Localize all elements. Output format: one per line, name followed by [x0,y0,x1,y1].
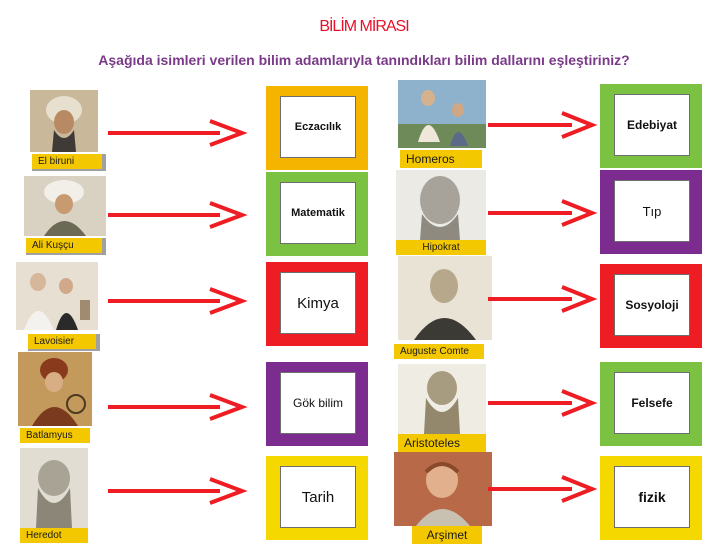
portrait-hipokrat [396,170,486,240]
match-arrow-left-4 [108,393,248,421]
field-tile-eczacilik[interactable]: Eczacılık [266,86,368,170]
instruction-text: Aşağıda isimleri verilen bilim adamlarıy… [98,52,630,68]
portrait-batlamyus [18,352,92,426]
scientist-label-aristoteles: Aristoteles [398,434,486,452]
field-label-gok-bilim: Gök bilim [280,372,356,434]
field-tile-gok-bilim[interactable]: Gök bilim [266,362,368,446]
field-tile-kimya[interactable]: Kimya [266,262,368,346]
field-label-tarih: Tarih [280,466,356,528]
field-label-eczacilik: Eczacılık [280,96,356,158]
field-label-matematik: Matematik [280,182,356,244]
scientist-label-arsimet: Arşimet [412,526,482,544]
portrait-el-biruni [30,90,98,152]
match-arrow-right-2 [488,199,598,227]
scientist-label-el-biruni: El biruni [32,154,106,171]
field-tile-sosyoloji[interactable]: Sosyoloji [600,264,702,348]
match-arrow-right-4 [488,389,598,417]
match-arrow-right-3 [488,285,598,313]
field-label-tip: Tıp [614,180,690,242]
match-arrow-left-5 [108,477,248,505]
match-arrow-left-2 [108,201,248,229]
field-tile-tarih[interactable]: Tarih [266,456,368,540]
page-title: BİLİM MİRASI [319,18,409,35]
match-arrow-right-5 [488,475,598,503]
match-arrow-left-3 [108,287,248,315]
field-label-kimya: Kimya [280,272,356,334]
portrait-ali-kuscu [24,176,106,236]
match-arrow-left-1 [108,119,248,147]
field-label-edebiyat: Edebiyat [614,94,690,156]
portrait-aristoteles [398,364,486,434]
field-label-fizik: fizik [614,466,690,528]
field-tile-felsefe[interactable]: Felsefe [600,362,702,446]
portrait-homeros [398,80,486,148]
field-tile-tip[interactable]: Tıp [600,170,702,254]
field-label-sosyoloji: Sosyoloji [614,274,690,336]
scientist-label-lavoisier: Lavoisier [28,334,100,351]
scientist-label-batlamyus: Batlamyus [20,428,90,443]
field-tile-matematik[interactable]: Matematik [266,172,368,256]
portrait-lavoisier [16,262,98,330]
field-tile-fizik[interactable]: fizik [600,456,702,540]
scientist-label-heredot: Heredot [20,528,88,543]
portrait-arsimet [394,452,492,526]
field-tile-edebiyat[interactable]: Edebiyat [600,84,702,168]
match-arrow-right-1 [488,111,598,139]
scientist-label-auguste-comte: Auguste Comte [394,344,484,359]
portrait-heredot [20,448,88,528]
scientist-label-homeros: Homeros [400,150,482,168]
scientist-label-ali-kuscu: Ali Kuşçu [26,238,106,255]
scientist-label-hipokrat: Hipokrat [396,240,486,255]
portrait-auguste-comte [398,256,492,340]
field-label-felsefe: Felsefe [614,372,690,434]
